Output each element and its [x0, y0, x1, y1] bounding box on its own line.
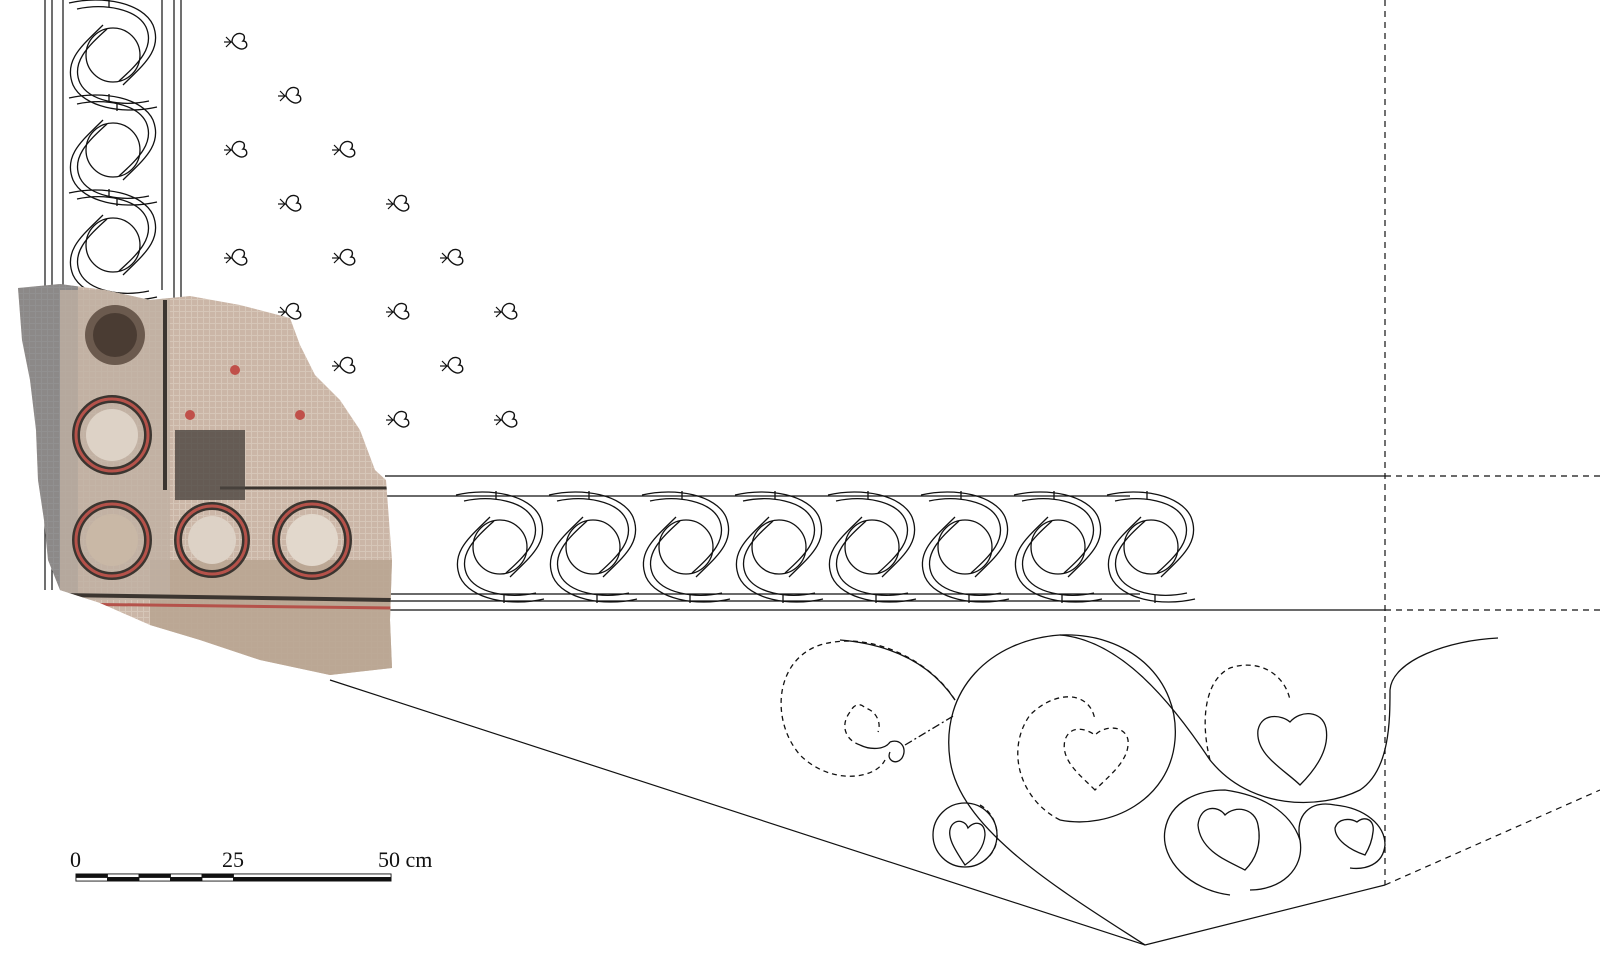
scale-bar-segment: [107, 877, 140, 882]
scale-bar-segment: [75, 873, 108, 878]
guilloche-unit: [68, 0, 158, 112]
scale-bar-segment: [138, 877, 171, 882]
ivy-leaf-icon: [223, 140, 248, 158]
guilloche-unit: [1013, 490, 1103, 604]
ivy-leaf-icon: [277, 86, 302, 104]
scale-label-twentyfive: 25: [222, 847, 244, 872]
mosaic-fragment-photo: [18, 284, 392, 675]
ivy-leaf-icon: [331, 140, 356, 158]
ivy-leaf-icon: [277, 194, 302, 212]
scale-bar-segment: [107, 873, 140, 878]
ivy-leaf-icon: [223, 248, 248, 266]
scale-label-fifty: 50 cm: [378, 847, 433, 872]
ivy-leaf-icon: [385, 410, 410, 428]
scale-bar-segment: [201, 873, 234, 878]
ivy-leaf-icon: [331, 248, 356, 266]
guilloche-unit: [68, 188, 158, 302]
scale-bar-segment: [233, 877, 392, 882]
horizontal-guilloche-border: [385, 490, 1196, 604]
ivy-leaf-icon: [385, 302, 410, 320]
guilloche-unit: [548, 490, 638, 604]
ivy-leaf-icon: [493, 302, 518, 320]
scale-label-zero: 0: [70, 847, 81, 872]
guilloche-unit: [827, 490, 917, 604]
guilloche-unit: [920, 490, 1010, 604]
ivy-leaf-icon: [223, 32, 248, 50]
ivy-leaf-icon: [439, 248, 464, 266]
scale-bar-segment: [170, 873, 203, 878]
scale-bar-segment: [170, 877, 203, 882]
ivy-leaf-icon: [385, 194, 410, 212]
scale-bar: [75, 873, 392, 882]
scale-bar-segment: [201, 877, 234, 882]
ivy-leaf-icon: [439, 356, 464, 374]
scale-bar-segment: [75, 877, 108, 882]
scroll-ornament: [780, 634, 1499, 946]
ivy-leaf-icon: [493, 410, 518, 428]
guilloche-unit: [734, 490, 824, 604]
guilloche-unit: [68, 93, 158, 207]
scale-bar-segment: [138, 873, 171, 878]
ivy-leaf-icon: [331, 356, 356, 374]
guilloche-unit: [641, 490, 731, 604]
guilloche-unit: [1106, 490, 1196, 604]
guilloche-unit: [455, 490, 545, 604]
scale-bar-segment: [233, 873, 392, 878]
frame-lines: [329, 0, 1600, 946]
